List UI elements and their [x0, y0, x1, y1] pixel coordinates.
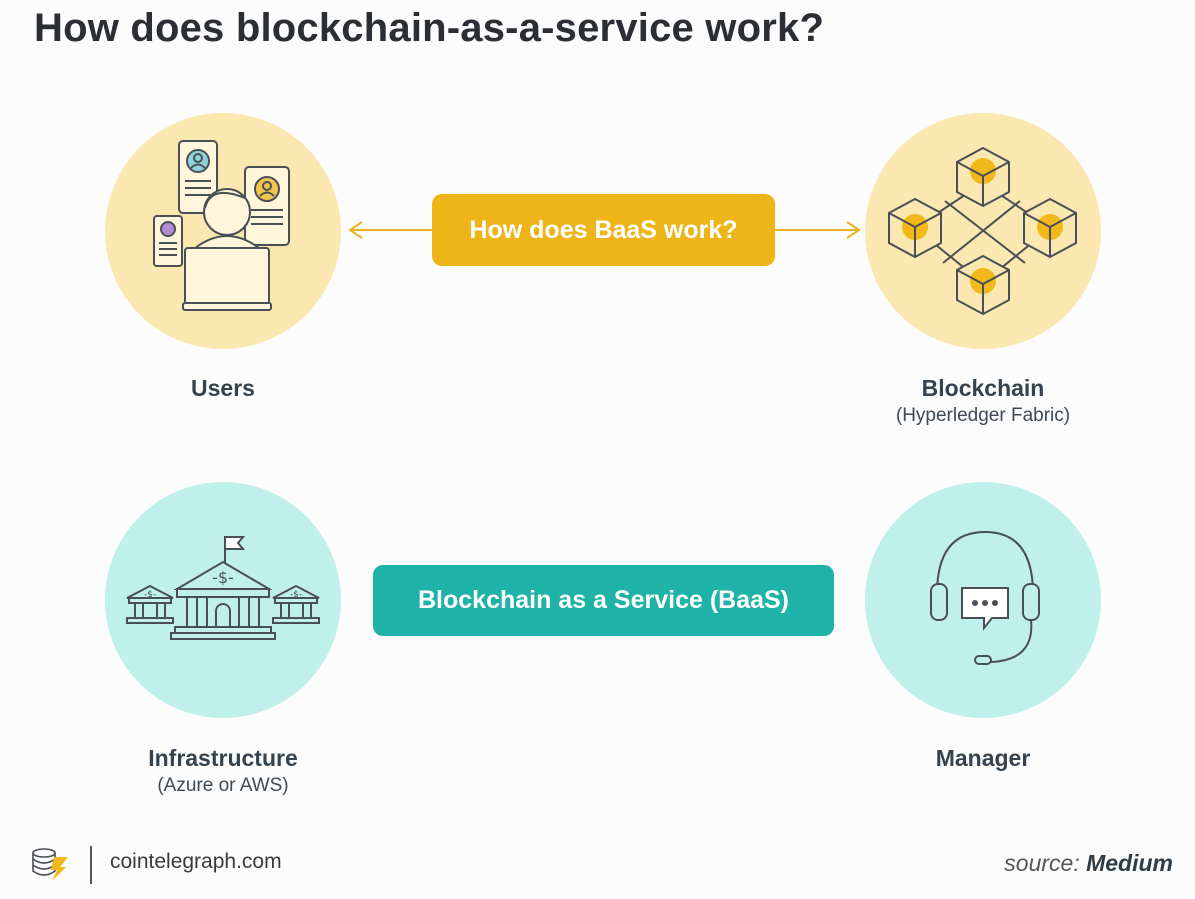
infrastructure-label: Infrastructure — [148, 745, 298, 771]
source-name: Medium — [1086, 850, 1173, 876]
blockchain-circle — [865, 113, 1101, 349]
block-left-icon — [888, 197, 942, 259]
blockchain-network-icon — [888, 146, 1077, 316]
svg-text:-$-: -$- — [212, 568, 234, 587]
page-title: How does blockchain-as-a-service work? — [34, 6, 825, 50]
bank-buildings-icon: -$- -$- -$- — [126, 536, 320, 640]
block-right-icon — [1023, 197, 1077, 259]
headset-icon — [930, 530, 1040, 665]
users-devices-icon — [153, 140, 290, 311]
blockchain-sublabel: (Hyperledger Fabric) — [895, 405, 1071, 426]
arrow-head-right-icon — [846, 221, 861, 239]
footer-source: source: Medium — [1004, 850, 1173, 877]
users-label: Users — [191, 375, 255, 401]
baas-label: Blockchain as a Service (BaaS) — [373, 565, 834, 636]
users-circle — [105, 113, 341, 349]
block-bottom-icon — [956, 254, 1010, 316]
source-prefix: source: — [1004, 850, 1080, 876]
footer-site: cointelegraph.com — [110, 850, 282, 873]
svg-text:-$-: -$- — [290, 590, 302, 600]
svg-text:-$-: -$- — [144, 590, 156, 600]
blockchain-label: Blockchain — [921, 375, 1045, 401]
manager-circle — [865, 482, 1101, 718]
infrastructure-circle: -$- -$- -$- — [105, 482, 341, 718]
arrow-head-left-icon — [348, 221, 363, 239]
cointelegraph-logo-icon — [32, 848, 68, 881]
block-top-icon — [956, 146, 1010, 208]
how-baas-works-label: How does BaaS work? — [432, 194, 775, 266]
footer-divider — [90, 846, 92, 884]
infrastructure-sublabel: (Azure or AWS) — [157, 775, 289, 796]
manager-label: Manager — [935, 745, 1031, 771]
